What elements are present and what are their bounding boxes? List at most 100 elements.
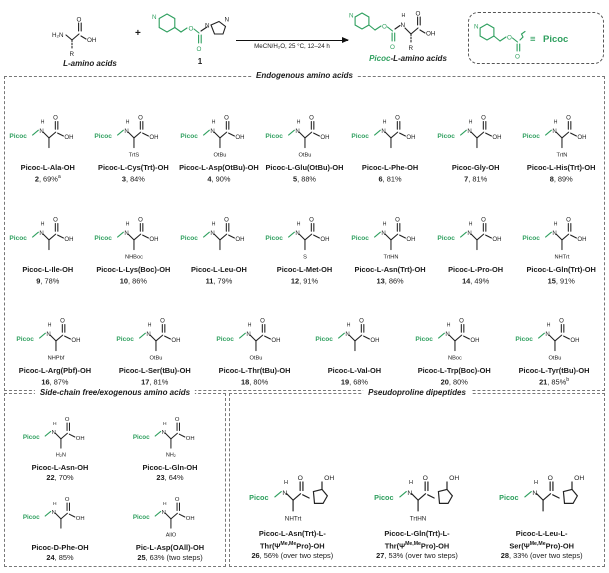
svg-text:H: H (447, 322, 451, 328)
compound-yield: 12, 91% (290, 276, 319, 285)
svg-text:H: H (297, 119, 301, 125)
compound-yield: 3, 84% (121, 174, 145, 183)
svg-text:H: H (534, 480, 538, 486)
svg-text:N: N (52, 430, 56, 436)
svg-text:OH: OH (64, 134, 73, 140)
svg-text:O: O (175, 417, 180, 423)
compound-yield: 27, 53% (over two steps) (376, 551, 458, 560)
svg-text:Picoc: Picoc (23, 434, 40, 441)
svg-text:OH: OH (76, 516, 85, 522)
compound-yield: 4, 90% (207, 174, 231, 183)
svg-text:H: H (554, 119, 558, 125)
svg-text:H: H (547, 322, 551, 328)
svg-text:O: O (53, 115, 58, 121)
compound-name: Picoc-L-Gln-OH (142, 463, 198, 472)
svg-text:Picoc: Picoc (23, 514, 40, 521)
compound-name: Picoc-L-Asn-OH (31, 463, 89, 472)
svg-text:H: H (409, 480, 413, 486)
svg-text:O: O (189, 26, 194, 33)
svg-text:O: O (395, 115, 400, 121)
svg-text:TrtN: TrtN (557, 152, 568, 158)
svg-text:O: O (416, 11, 421, 18)
reactant-amino-acid: H₂N O OH R L-amino acids (38, 14, 142, 69)
svg-text:N: N (381, 231, 385, 237)
svg-text:O: O (423, 474, 428, 481)
svg-text:NBoc: NBoc (448, 355, 462, 361)
svg-text:OH: OH (76, 436, 85, 442)
svg-text:O: O (481, 115, 486, 121)
svg-text:H: H (347, 322, 351, 328)
svg-text:Picoc: Picoc (523, 132, 541, 139)
svg-text:O: O (77, 17, 82, 24)
svg-text:OtBu: OtBu (299, 152, 312, 158)
svg-text:OH: OH (426, 31, 436, 38)
compound-yield: 16, 87% (41, 377, 69, 386)
section-title-endogenous: Endogenous amino acids (251, 71, 358, 80)
compound-yield: 28, 33% (over two steps) (500, 551, 583, 560)
compound-name: Picoc-D-Phe-OH (31, 543, 89, 552)
compound-yield: 6, 81% (378, 174, 402, 183)
product-structure-group: N O O H N R O OH Picoc-L-amino acids (348, 8, 468, 64)
compound-name: Picoc-L-Arg(Pbf)-OH (18, 365, 92, 375)
svg-text:OtBu: OtBu (549, 355, 562, 361)
compound-name-line2: Ser(ΨMe,MePro)-OH (509, 540, 574, 550)
compound-name: Picoc-L-Asn(Trt)-OH (354, 264, 426, 274)
picoc-legend-structure: N O O ≡ Picoc (474, 23, 568, 61)
svg-text:Picoc: Picoc (133, 514, 150, 521)
svg-text:O: O (175, 497, 180, 503)
svg-text:NH₂: NH₂ (166, 453, 176, 459)
compound-name: Picoc-L-Trp(Boc)-OH (417, 365, 491, 375)
svg-text:H: H (53, 501, 57, 507)
reactant-label: L-amino acids (63, 59, 117, 68)
svg-text:Picoc: Picoc (499, 493, 518, 502)
arrow-shaft (236, 36, 349, 43)
svg-text:N: N (246, 332, 250, 338)
svg-text:N: N (39, 231, 43, 237)
svg-text:O: O (197, 46, 202, 53)
svg-text:O: O (507, 35, 512, 42)
svg-text:H: H (148, 322, 152, 328)
product-label-picoc: Picoc (369, 54, 391, 63)
picoc-legend-box: N O O ≡ Picoc (468, 12, 604, 64)
compound-name: Picoc-L-His(Trt)-OH (526, 162, 596, 172)
compound-yield: 25, 63% (two steps) (137, 553, 203, 562)
svg-text:N: N (407, 489, 412, 496)
svg-text:OH: OH (371, 337, 380, 343)
svg-text:Picoc: Picoc (437, 132, 455, 139)
compound-yield: 13, 86% (376, 276, 404, 285)
svg-text:N: N (125, 129, 129, 135)
svg-text:OH: OH (492, 236, 501, 242)
svg-text:O: O (390, 44, 395, 51)
svg-text:TrtS: TrtS (129, 152, 140, 158)
svg-text:Picoc: Picoc (351, 132, 369, 139)
plus-sign: + (135, 28, 141, 39)
compound-yield: 11, 79% (205, 276, 233, 285)
svg-text:O: O (160, 318, 165, 324)
svg-text:Picoc: Picoc (133, 434, 150, 441)
svg-text:OtBu: OtBu (213, 152, 226, 158)
svg-text:OH: OH (578, 134, 587, 140)
svg-text:H: H (297, 221, 301, 227)
svg-text:OH: OH (271, 337, 280, 343)
svg-text:O: O (60, 318, 65, 324)
compound-name: Picoc-L-Gln(Trt)-OH (526, 264, 596, 274)
svg-text:N: N (39, 129, 43, 135)
svg-text:Picoc: Picoc (516, 335, 534, 342)
svg-text:H₂N: H₂N (56, 453, 66, 459)
svg-text:Picoc: Picoc (116, 335, 134, 342)
svg-text:OH: OH (87, 37, 97, 44)
product-structure: N O O H N R O OH (349, 11, 436, 53)
